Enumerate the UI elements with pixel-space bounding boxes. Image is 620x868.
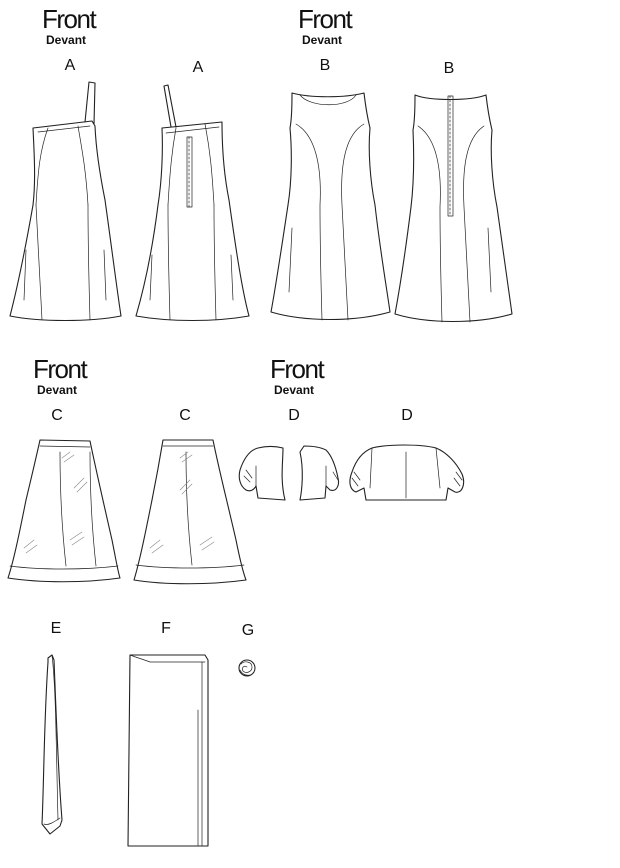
view-label-d-front: D <box>288 407 300 424</box>
view-label-c-front: C <box>51 407 63 424</box>
view-label-e: E <box>50 620 62 637</box>
wrap-f-drawing <box>127 654 209 847</box>
dress-a-back-drawing <box>135 84 250 322</box>
heading-front-text: Front <box>270 354 325 384</box>
dress-a-front-drawing <box>9 81 122 322</box>
view-label-d-back: D <box>401 407 413 424</box>
heading-front-text: Front <box>42 4 97 34</box>
heading-devant-text: Devant <box>37 383 78 397</box>
heading-front-4: Front Devant <box>270 354 325 397</box>
heading-devant-text: Devant <box>302 33 343 47</box>
bolero-d-front-drawing <box>238 445 340 501</box>
flower-g-drawing <box>238 659 256 677</box>
heading-front-text: Front <box>33 354 88 384</box>
skirt-c-back-drawing <box>133 439 247 585</box>
heading-front-2: Front Devant <box>298 4 353 47</box>
view-label-a-back: A <box>192 59 204 76</box>
view-label-g: G <box>241 622 255 639</box>
view-label-b-front: B <box>319 57 331 74</box>
heading-front-text: Front <box>298 4 353 34</box>
dress-b-front-drawing <box>270 92 391 321</box>
view-label-a-front: A <box>64 57 76 74</box>
view-label-b-back: B <box>443 60 455 77</box>
heading-devant-text: Devant <box>46 33 87 47</box>
bolero-d-back-drawing <box>349 444 465 501</box>
skirt-c-front-drawing <box>7 439 121 583</box>
view-label-c-back: C <box>179 407 191 424</box>
sash-e-drawing <box>41 654 63 835</box>
heading-front-1: Front Devant <box>42 4 97 47</box>
dress-b-back-drawing <box>394 94 513 323</box>
heading-front-3: Front Devant <box>33 354 88 397</box>
heading-devant-text: Devant <box>274 383 315 397</box>
view-label-f: F <box>161 620 171 637</box>
